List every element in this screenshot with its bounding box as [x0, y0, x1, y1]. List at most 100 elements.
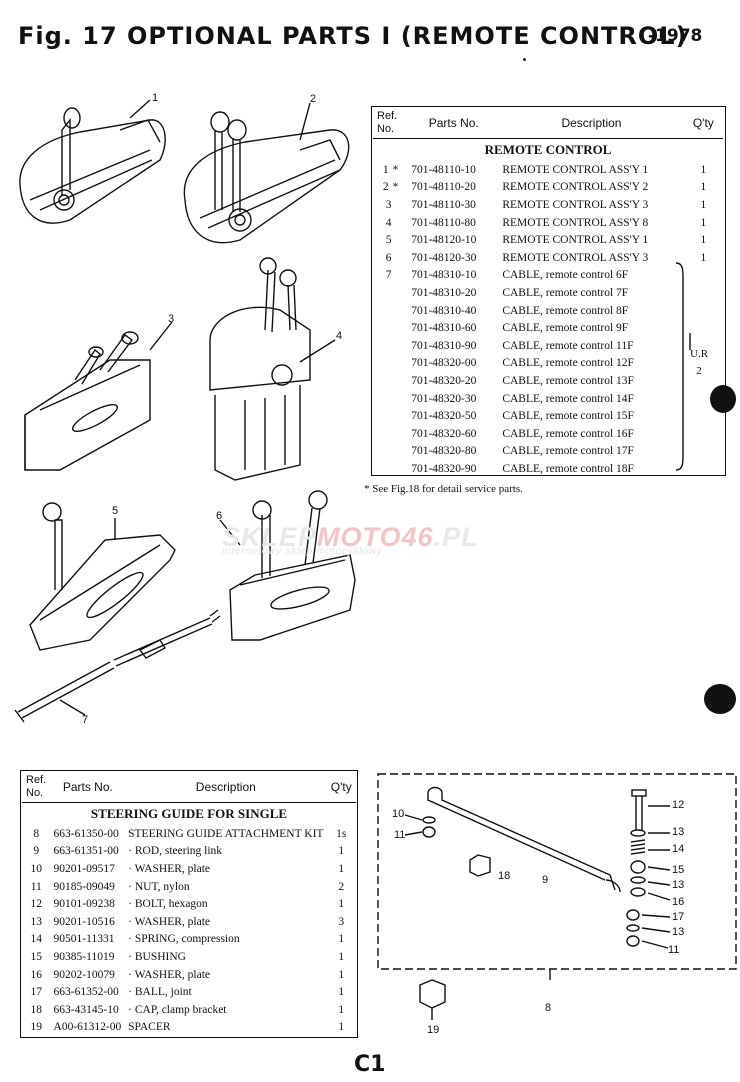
qty-cell	[684, 407, 723, 425]
part-number-cell: 701-48320-00	[411, 357, 477, 370]
remote-control-5-drawing	[29, 502, 176, 651]
ref-cell: 2*	[373, 179, 408, 197]
part-number-cell: 90501-11331	[53, 933, 115, 946]
ref-cell	[373, 337, 408, 355]
part-number-cell: 701-48320-60	[411, 427, 477, 440]
watermark-subtitle: internetowy sklep motocyklowy	[222, 546, 383, 557]
remote-control-2-drawing	[183, 111, 350, 244]
table-row: 701-48320-90 CABLE, remote control 18F	[373, 460, 723, 478]
remote-control-4-drawing	[209, 257, 311, 481]
description-cell: REMOTE CONTROL ASS'Y 3	[502, 251, 649, 264]
qty-cell	[684, 425, 723, 443]
part-number-cell: 701-48310-60	[411, 322, 477, 335]
callout-18: 18	[498, 870, 511, 882]
callout-5: 5	[112, 505, 119, 517]
watermark-part1: SKLEP	[222, 522, 318, 552]
description-cell: REMOTE CONTROL ASS'Y 8	[502, 216, 649, 229]
qty-cell: 1	[338, 862, 345, 875]
ref-cell	[373, 319, 408, 337]
see-fig18-star: *	[392, 181, 399, 194]
watermark-part3: 46	[401, 522, 434, 552]
description-cell: CABLE, remote control 7F	[502, 286, 629, 299]
ref-number: 4	[385, 216, 392, 229]
description-cell: · BUSHING	[128, 950, 186, 963]
description-cell: CABLE, remote control 8F	[502, 304, 629, 317]
qty-cell: 1	[700, 251, 707, 264]
description-cell: REMOTE CONTROL ASS'Y 2	[502, 181, 649, 194]
qty-cell	[684, 302, 723, 320]
qty-cell	[684, 460, 723, 478]
qty-cell	[684, 390, 723, 408]
col-qty: Q'ty	[326, 772, 356, 803]
qty-cell	[684, 443, 723, 461]
qty-cell: 1	[700, 234, 707, 247]
callout-13b: 13	[672, 879, 685, 891]
callout-4: 4	[336, 330, 343, 342]
remote-control-table: Ref. No. Parts No. Description Q'ty REMO…	[373, 108, 723, 478]
qty-cell: 1	[338, 1021, 345, 1034]
bracket-qty: 2	[696, 365, 702, 377]
cable-7-drawing	[14, 609, 221, 723]
ref-cell	[373, 407, 408, 425]
ref-cell	[373, 425, 408, 443]
part-number-cell: 701-48320-30	[411, 392, 477, 405]
part-number-cell: 701-48110-20	[411, 181, 476, 194]
callout-19: 19	[427, 1024, 440, 1036]
part-number-cell: A00-61312-00	[53, 1021, 122, 1034]
part-number-cell: 701-48110-10	[411, 163, 476, 176]
part-number-cell: 701-48120-10	[411, 234, 477, 247]
ref-number: 6	[385, 251, 392, 264]
bracket-label: U.R	[690, 348, 709, 360]
speck	[523, 58, 526, 61]
col-parts-no: Parts No.	[408, 108, 500, 139]
callout-14: 14	[672, 843, 685, 855]
ref-cell: 14	[30, 933, 43, 946]
qty-cell: 1	[700, 216, 707, 229]
description-cell: CABLE, remote control 13F	[502, 374, 634, 387]
qty-cell: 1	[338, 968, 345, 981]
description-cell: REMOTE CONTROL ASS'Y 1	[502, 234, 649, 247]
description-cell: · BALL, joint	[128, 986, 192, 999]
table-row: 701-48320-20 CABLE, remote control 13F	[373, 372, 723, 390]
description-cell: REMOTE CONTROL ASS'Y 1	[502, 163, 649, 176]
description-cell: CABLE, remote control 14F	[502, 392, 634, 405]
qty-cell: 3	[338, 915, 345, 928]
part-number-cell: 701-48310-40	[411, 304, 477, 317]
part-number-cell: 90185-09049	[53, 880, 115, 893]
description-cell: · WASHER, plate	[128, 915, 211, 928]
part-number-cell: 701-48310-20	[411, 286, 477, 299]
description-cell: · SPRING, compression	[128, 933, 240, 946]
description-cell: STEERING GUIDE ATTACHMENT KIT	[128, 827, 324, 840]
qty-cell: 1s	[336, 827, 347, 840]
ref-cell: 4	[373, 214, 408, 232]
ref-cell: 16	[30, 968, 43, 981]
remote-control-3-drawing	[24, 331, 151, 471]
description-cell: · CAP, clamp bracket	[128, 1003, 227, 1016]
qty-cell: 1	[700, 181, 707, 194]
qty-cell: 2	[338, 880, 345, 893]
qty-cell: 1	[700, 163, 707, 176]
ref-cell: 9	[33, 845, 40, 858]
punch-hole-2	[704, 684, 736, 714]
table-row: 701-48310-40 CABLE, remote control 8F	[373, 302, 723, 320]
part-number-cell: 701-48320-90	[411, 462, 477, 475]
part-number-cell: 701-48320-20	[411, 374, 477, 387]
ref-cell: 17	[30, 986, 43, 999]
qty-cell: 1	[338, 845, 345, 858]
description-cell: CABLE, remote control 18F	[502, 462, 634, 475]
part-number-cell: 701-48310-90	[411, 339, 477, 352]
part-number-cell: 663-61352-00	[53, 986, 119, 999]
col-parts-no: Parts No.	[50, 772, 126, 803]
callout-15: 15	[672, 864, 685, 876]
ref-cell	[373, 460, 408, 478]
